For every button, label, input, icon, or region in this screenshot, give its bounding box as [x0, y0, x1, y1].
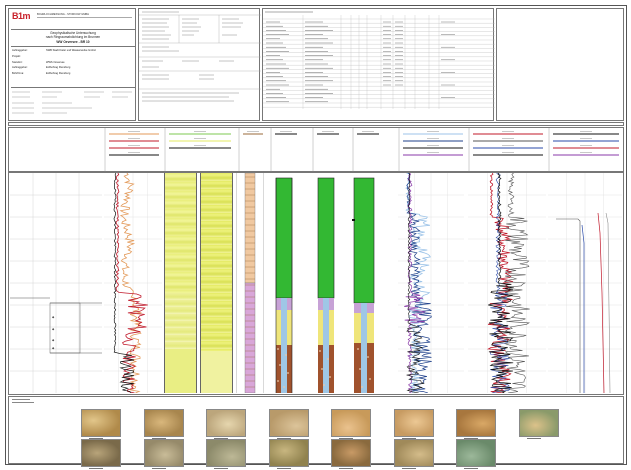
svg-text:◆: ◆	[52, 338, 55, 342]
completion-column-a	[275, 177, 293, 393]
borehole-photo	[331, 409, 371, 437]
completion-column-c	[352, 177, 375, 393]
title-line-2: nach Ringraumabdichtung im Brunnen	[45, 35, 101, 40]
borehole-photo	[456, 439, 496, 467]
svg-text:◆: ◆	[52, 327, 55, 331]
field-label: Projekt:	[12, 54, 21, 58]
title-block: B1m BOHRLOCHMESSUNG - STORKOW GMBH Geoph…	[8, 8, 136, 121]
lithology-column-2	[200, 173, 233, 393]
gamma-curve-orange	[119, 173, 142, 393]
photo-caption-line	[401, 468, 416, 469]
borehole-photo	[393, 409, 434, 437]
photo-caption-line	[526, 438, 541, 439]
svg-text:◆: ◆	[52, 346, 55, 350]
legend-row	[8, 127, 624, 173]
title-line-1: Geophysikalische Untersuchung	[50, 31, 96, 35]
field-value: Erdbohrag Flensburg	[46, 66, 71, 70]
depth-track: ◆ ◆ ◆ ◆	[10, 173, 102, 393]
borehole-photo	[456, 409, 496, 437]
field-value: WWS Oeversee	[46, 60, 65, 64]
gamma-log-track	[104, 173, 162, 393]
photo-caption-line	[89, 438, 103, 439]
well-completion-tracks	[275, 177, 375, 393]
separator-strip	[8, 122, 624, 126]
borehole-photo	[331, 439, 371, 467]
metadata-lines	[12, 91, 132, 114]
photo-caption-line	[339, 438, 353, 439]
notes-block	[496, 8, 624, 121]
track-legends	[104, 128, 619, 173]
salinity-log-track	[548, 173, 622, 393]
borehole-photo	[81, 409, 121, 437]
borehole-photo	[206, 409, 246, 437]
field-label: Bohrfirma:	[12, 72, 24, 76]
measurement-info-block	[138, 8, 261, 121]
field-label: Standort:	[12, 60, 23, 64]
document-sheet: B1m BOHRLOCHMESSUNG - STORKOW GMBH Geoph…	[5, 5, 627, 469]
svg-text:◆: ◆	[52, 315, 55, 319]
gamma-curve-black	[113, 173, 135, 393]
photo-caption-line	[89, 468, 103, 469]
field-value: Erdbohrag Flensburg	[46, 72, 71, 76]
borehole-photo	[268, 409, 309, 437]
photo-caption-line	[339, 468, 353, 469]
borehole-photo	[518, 409, 559, 437]
photo-caption-line	[276, 468, 291, 469]
completion-column-b	[317, 177, 335, 393]
borehole-photo	[143, 439, 184, 467]
stratigraphy-column	[236, 173, 264, 393]
photo-section	[8, 396, 624, 464]
field-label: Auftraggeber:	[12, 66, 28, 70]
borehole-photo	[206, 439, 246, 467]
borehole-photo	[268, 439, 309, 467]
photo-caption-line	[151, 438, 166, 439]
tool-table-grid	[263, 11, 495, 109]
borehole-photo	[393, 439, 434, 467]
tool-list-table	[262, 8, 495, 121]
borehole-photo	[143, 409, 184, 437]
log-area	[8, 172, 624, 395]
photo-caption-line	[401, 438, 416, 439]
photo-section-label	[12, 398, 34, 403]
temperature-log-track	[468, 173, 546, 393]
title-line-3: WW Oeversee - BR 10	[56, 39, 90, 44]
company-name: BOHRLOCHMESSUNG - STORKOW GMBH	[37, 13, 89, 16]
photo-caption-line	[464, 438, 478, 439]
photo-caption-line	[214, 438, 228, 439]
gamma-curve-red	[115, 173, 148, 393]
photo-caption-line	[151, 468, 166, 469]
lithology-column-1	[164, 173, 197, 393]
field-label: Auftraggeber:	[12, 49, 28, 52]
document-title: Geophysikalische Untersuchung nach Ringr…	[11, 31, 135, 44]
borehole-photo	[81, 439, 121, 467]
company-logo: B1m	[12, 11, 31, 21]
photo-caption-line	[276, 438, 291, 439]
photo-caption-line	[464, 468, 478, 469]
resistivity-log-track	[398, 173, 464, 393]
project-fields: Auftraggeber: SWB Stadt Kieler und Wasser…	[12, 49, 134, 78]
measurement-info-table	[139, 11, 261, 102]
field-value: SWB Stadt Kieler und Wasserwerke GmbH	[46, 49, 96, 52]
photo-caption-line	[214, 468, 228, 469]
